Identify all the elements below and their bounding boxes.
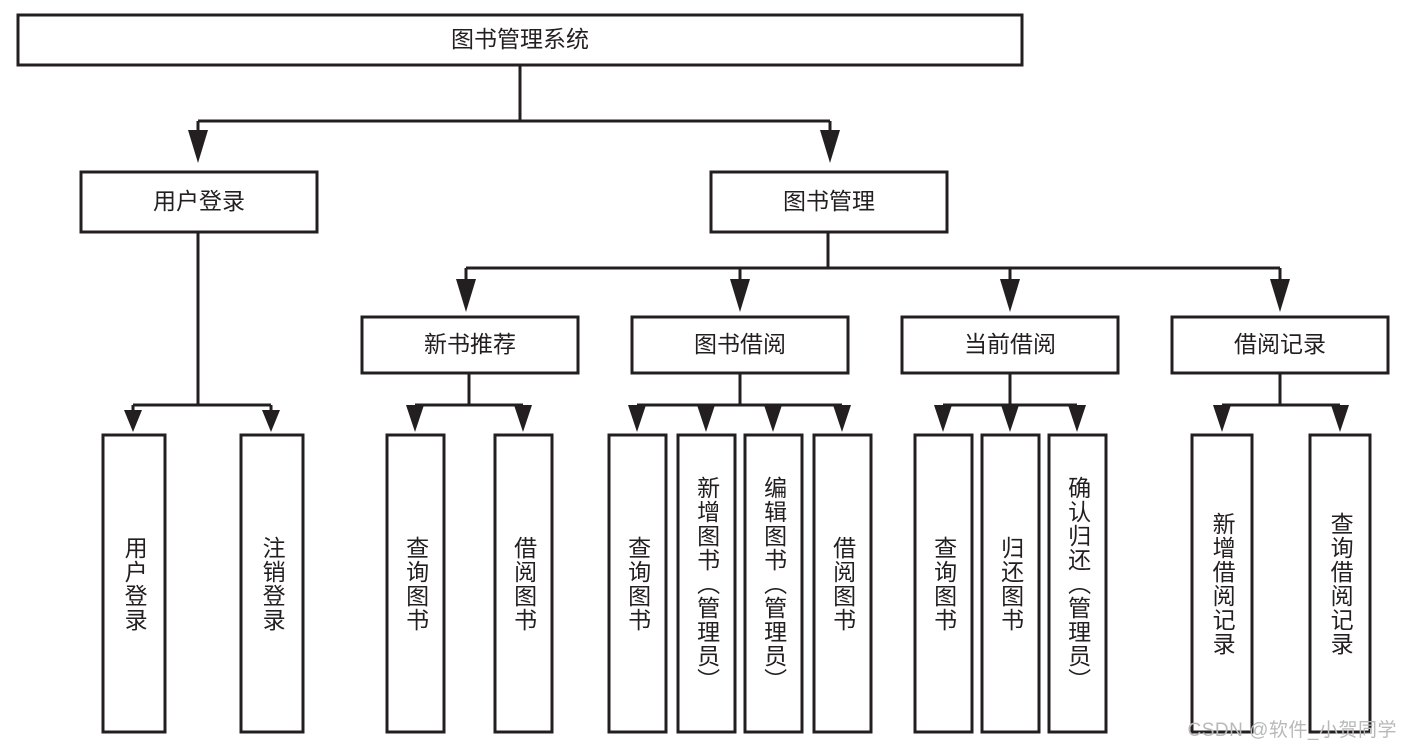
arrow-new-book-recommend [456, 279, 476, 312]
node-leaf-query-record-box[interactable] [1308, 433, 1372, 734]
node-leaf-edit-book-box[interactable] [743, 433, 804, 734]
node-new-book-recommend-box[interactable] [360, 315, 580, 375]
node-leaf-query-book-1-box[interactable] [385, 433, 446, 734]
node-borrow-record-label: 借阅记录 [1234, 331, 1326, 357]
arrow-current-borrow [1000, 279, 1020, 312]
arrow-leaf-borrow-book-1 [514, 405, 532, 432]
node-user-login-label: 用户登录 [153, 188, 245, 214]
node-book-management-label: 图书管理 [783, 188, 875, 214]
arrow-leaf-add-record [1213, 405, 1231, 432]
node-leaf-add-book-box[interactable] [676, 433, 737, 734]
node-leaf-return-book-box[interactable] [980, 433, 1041, 734]
arrow-leaf-query-book-1 [406, 405, 424, 432]
connector-group-book-management [456, 232, 1290, 312]
connector-group-book-borrow [628, 373, 851, 432]
connector-group-user-login [124, 232, 280, 432]
arrow-leaf-user-login [124, 410, 142, 432]
arrow-leaf-query-book-3 [934, 405, 952, 432]
arrow-leaf-logout-login [262, 410, 280, 432]
arrow-leaf-add-book [697, 405, 715, 432]
arrow-book-borrow [730, 279, 750, 312]
node-leaf-borrow-book-1-box[interactable] [493, 433, 554, 734]
node-leaf-query-book-2-box[interactable] [607, 433, 668, 734]
node-borrow-record-box[interactable] [1170, 315, 1390, 375]
node-current-borrow-label: 当前借阅 [964, 331, 1056, 357]
node-new-book-recommend-label: 新书推荐 [424, 331, 516, 357]
csdn-watermark: CSDN @软件_小贺同学 [1187, 720, 1397, 741]
connector-group-borrow-record [1213, 373, 1349, 432]
arrow-user-login [188, 130, 208, 163]
arrow-leaf-confirm-return [1068, 405, 1086, 432]
node-leaf-borrow-book-2-box[interactable] [812, 433, 873, 734]
arrow-leaf-query-book-2 [628, 405, 646, 432]
arrow-leaf-return-book [1001, 405, 1019, 432]
connector-group-new-book-recommend [406, 373, 532, 432]
node-leaf-add-record-box[interactable] [1190, 433, 1254, 734]
node-current-borrow-box[interactable] [900, 315, 1120, 375]
node-user-login-box[interactable] [79, 170, 319, 234]
arrow-borrow-record [1270, 279, 1290, 312]
arrow-leaf-edit-book [764, 405, 782, 432]
node-root-label: 图书管理系统 [451, 26, 589, 52]
node-leaf-query-book-3-box[interactable] [913, 433, 974, 734]
arrow-book-management [820, 130, 840, 163]
connector-group-current-borrow [934, 373, 1086, 432]
node-book-borrow-box[interactable] [630, 315, 850, 375]
node-root-box[interactable] [16, 13, 1024, 67]
node-book-management-box[interactable] [709, 170, 949, 234]
node-book-borrow-label: 图书借阅 [694, 331, 786, 357]
node-leaf-confirm-return-box[interactable] [1047, 433, 1108, 734]
node-leaf-logout-login-box[interactable] [239, 433, 305, 734]
connector-group-root [188, 65, 840, 163]
arrow-leaf-query-record [1331, 405, 1349, 432]
node-leaf-user-login-box[interactable] [101, 433, 167, 734]
arrow-leaf-borrow-book-2 [833, 405, 851, 432]
